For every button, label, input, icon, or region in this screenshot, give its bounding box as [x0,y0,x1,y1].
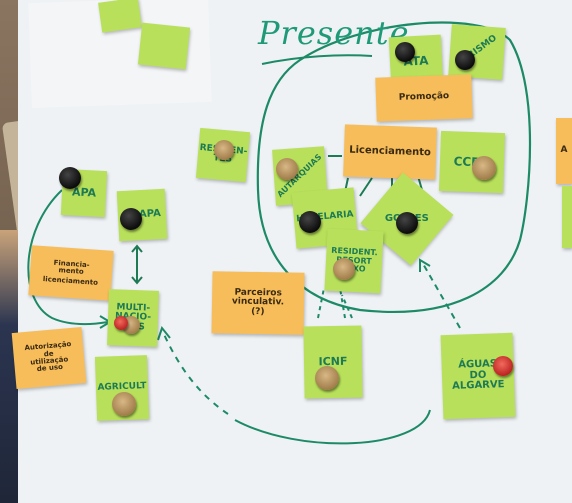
licenciamento-label: Licenciamento [348,144,432,159]
icnf-arrows [317,287,353,319]
apa-arrow [27,189,109,326]
board-title: Presente [258,14,410,52]
parceiros-label: Parceiros vinculativ. (?) [231,287,285,317]
sticky-edge-orange: A [556,118,572,184]
sticky-blank [137,22,191,70]
sticky-edge-green [562,186,572,248]
wooden-token [315,366,339,390]
person-edge [0,230,22,503]
bottom-curve [234,409,431,445]
aguas-arrow [421,261,461,329]
black-cap [396,212,418,234]
promocao-label: Promoção [398,91,450,104]
sticky-promocao: Promoção [375,74,473,122]
black-cap [395,42,415,62]
black-cap [120,208,142,230]
licenciamento-left-label: licenciamento [42,274,99,287]
black-cap [455,50,475,70]
red-cap [493,356,513,376]
sticky-ccdr: CCDR [438,130,506,194]
title-underline [261,54,373,65]
autorizacao-label: Autorização de utilização de uso [24,340,72,374]
edge-letter: A [560,145,568,156]
sticky-blank-top [98,0,142,33]
licenciamento-arrows [344,175,423,197]
apa-label: APA [71,185,97,200]
wooden-token [214,140,234,160]
sticky-parceiros: Parceiros vinculativ. (?) [211,271,305,335]
financiamento-label: Financia- mento [53,258,90,277]
red-cap [114,316,128,330]
black-cap [59,167,81,189]
sticky-aguas: ÁGUAS DO ALGARVE [440,332,516,420]
sticky-licenciamento: Licenciamento [343,124,437,180]
wooden-token [472,156,496,180]
dashed-curve [161,329,229,415]
wooden-token [112,392,136,416]
wooden-token [276,158,298,180]
sticky-resident-resort: RESIDENT. RESORT LUXO [324,228,384,294]
sticky-autorizacao: Autorização de utilização de uso [11,327,87,389]
black-cap [299,211,321,233]
wooden-token [333,258,355,280]
